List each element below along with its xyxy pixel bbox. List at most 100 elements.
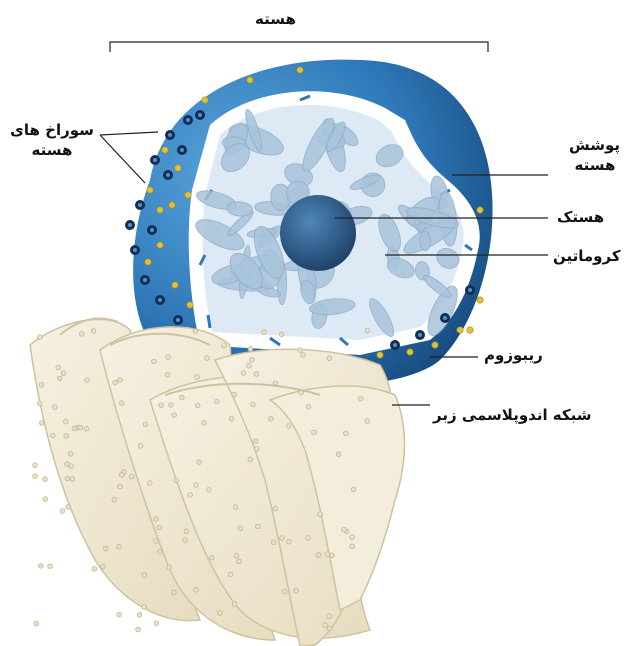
label-ribosome: ریبوزوم xyxy=(484,345,543,365)
er-ribosome xyxy=(249,357,254,362)
label-chromatin: کروماتین xyxy=(553,246,621,266)
er-ribosome xyxy=(56,365,61,370)
er-ribosome xyxy=(365,328,370,333)
er-ribosome xyxy=(350,535,355,540)
er-ribosome xyxy=(72,426,77,431)
er-ribosome xyxy=(60,509,65,514)
er-ribosome xyxy=(205,356,210,361)
er-ribosome xyxy=(188,492,193,497)
er-ribosome xyxy=(142,604,147,609)
er-ribosome xyxy=(39,421,44,426)
er-ribosome xyxy=(294,588,299,593)
nuclear-pore-center xyxy=(168,133,172,137)
er-ribosome xyxy=(256,524,261,529)
er-ribosome xyxy=(48,564,53,569)
er-ribosome xyxy=(39,382,44,387)
ribosome xyxy=(162,147,168,153)
er-ribosome xyxy=(271,540,276,545)
er-ribosome xyxy=(166,355,171,360)
er-ribosome xyxy=(232,602,237,607)
er-ribosome xyxy=(159,403,164,408)
er-ribosome xyxy=(316,553,321,558)
er-ribosome xyxy=(351,487,356,492)
ribosome xyxy=(377,352,383,358)
ribosome xyxy=(407,349,413,355)
er-ribosome xyxy=(101,564,106,569)
ribosome xyxy=(145,259,151,265)
er-ribosome xyxy=(217,611,222,616)
er-ribosome xyxy=(129,474,134,479)
ribosome xyxy=(247,77,253,83)
er-ribosome xyxy=(327,356,332,361)
nuclear-pore-center xyxy=(186,118,190,122)
er-ribosome xyxy=(68,451,73,456)
er-ribosome xyxy=(269,416,274,421)
er-ribosome xyxy=(142,573,147,578)
er-ribosome xyxy=(33,463,38,468)
er-ribosome xyxy=(232,392,237,397)
er-ribosome xyxy=(195,403,200,408)
nuclear-pore-center xyxy=(393,343,397,347)
er-ribosome xyxy=(78,425,83,430)
ribosome xyxy=(202,97,208,103)
er-ribosome xyxy=(138,443,143,448)
er-ribosome xyxy=(119,401,124,406)
ribosome xyxy=(147,187,153,193)
er-ribosome xyxy=(206,487,211,492)
label-nuclear-envelope: پوشش هسته xyxy=(570,135,620,175)
er-ribosome xyxy=(197,460,202,465)
nuclear-pore-center xyxy=(166,173,170,177)
ribosome xyxy=(185,192,191,198)
er-ribosome xyxy=(61,371,66,376)
nuclear-pore-center xyxy=(153,158,157,162)
er-ribosome xyxy=(318,512,323,517)
er-ribosome xyxy=(183,538,188,543)
er-ribosome xyxy=(184,529,189,534)
er-ribosome xyxy=(117,377,122,382)
ribosome xyxy=(477,207,483,213)
er-ribosome xyxy=(194,483,199,488)
er-ribosome xyxy=(195,375,200,380)
er-ribosome xyxy=(233,505,238,510)
er-ribosome xyxy=(298,348,303,353)
er-ribosome xyxy=(202,420,207,425)
er-ribosome xyxy=(85,378,90,383)
er-ribosome xyxy=(66,504,71,509)
ribosome xyxy=(477,297,483,303)
er-ribosome xyxy=(237,559,242,564)
er-ribosome xyxy=(119,472,124,477)
er-ribosome xyxy=(174,478,179,483)
er-ribosome xyxy=(165,372,170,377)
er-ribosome xyxy=(84,426,89,431)
er-ribosome xyxy=(158,550,163,555)
er-ribosome xyxy=(137,612,142,617)
er-ribosome xyxy=(254,372,259,377)
er-ribosome xyxy=(143,422,148,427)
er-ribosome xyxy=(65,462,70,467)
nuclear-pore-center xyxy=(443,316,447,320)
er-ribosome xyxy=(52,405,57,410)
er-ribosome xyxy=(342,527,347,532)
er-ribosome xyxy=(241,371,246,376)
er-ribosome xyxy=(350,544,355,549)
label-nucleus: هسته xyxy=(255,9,296,29)
er-ribosome xyxy=(282,589,287,594)
er-ribosome xyxy=(209,555,214,560)
er-ribosome xyxy=(153,539,158,544)
er-ribosome xyxy=(152,359,157,364)
er-ribosome xyxy=(286,424,291,429)
er-ribosome xyxy=(157,525,162,530)
er-ribosome xyxy=(33,474,38,479)
er-ribosome xyxy=(103,546,108,551)
er-ribosome xyxy=(43,477,48,482)
er-ribosome xyxy=(323,623,328,628)
nuclear-pore-center xyxy=(180,148,184,152)
ribosome xyxy=(297,67,303,73)
er-ribosome xyxy=(365,419,370,424)
er-ribosome xyxy=(286,539,291,544)
er-ribosome xyxy=(312,430,317,435)
er-ribosome xyxy=(234,553,239,558)
er-ribosome xyxy=(238,526,243,531)
er-ribosome xyxy=(92,566,97,571)
